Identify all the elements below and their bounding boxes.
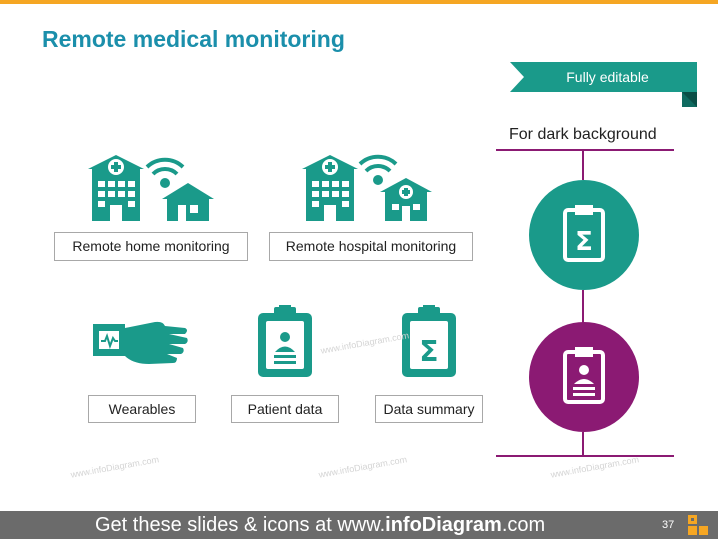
patient-data-label: Patient data <box>231 395 339 423</box>
data-summary-label: Data summary <box>375 395 483 423</box>
wifi-icon <box>358 154 398 185</box>
dark-background-label: For dark background <box>509 126 657 143</box>
ribbon-banner <box>510 62 697 107</box>
watermark: www.infoDiagram.com <box>319 330 410 356</box>
patient-data-clipboard-icon <box>258 305 312 377</box>
watermark: www.infoDiagram.com <box>69 454 160 480</box>
ribbon-label: Fully editable <box>566 69 649 85</box>
hospital-icon <box>88 155 144 221</box>
footer-text[interactable]: Get these slides & icons at www.infoDiag… <box>95 511 545 539</box>
top-accent-bar <box>0 0 718 4</box>
remote-hospital-monitoring-label: Remote hospital monitoring <box>269 232 473 261</box>
wearable-hand-icon <box>93 321 188 364</box>
footer-prefix: Get these slides & icons at www. <box>95 514 386 536</box>
data-summary-clipboard-icon: Σ <box>402 305 456 377</box>
remote-home-monitoring-label: Remote home monitoring <box>54 232 248 261</box>
page-title: Remote medical monitoring <box>42 26 345 52</box>
footer-brand: infoDiagram <box>385 514 502 536</box>
small-hospital-icon <box>380 178 432 221</box>
logo-icon <box>688 515 708 535</box>
house-icon <box>162 183 214 221</box>
footer-suffix: .com <box>501 514 546 536</box>
hospital-icon <box>302 155 358 221</box>
wearables-label: Wearables <box>88 395 196 423</box>
svg-text:Σ: Σ <box>575 227 593 257</box>
watermark: www.infoDiagram.com <box>317 454 408 480</box>
footer-bar: Get these slides & icons at www.infoDiag… <box>0 511 718 539</box>
data-summary-circle-icon: Σ <box>529 180 639 290</box>
wifi-icon <box>145 157 185 188</box>
page-number: 37 <box>662 519 675 531</box>
patient-data-circle-icon <box>529 322 639 432</box>
svg-text:Σ: Σ <box>419 335 438 368</box>
dark-background-panel <box>496 149 674 457</box>
